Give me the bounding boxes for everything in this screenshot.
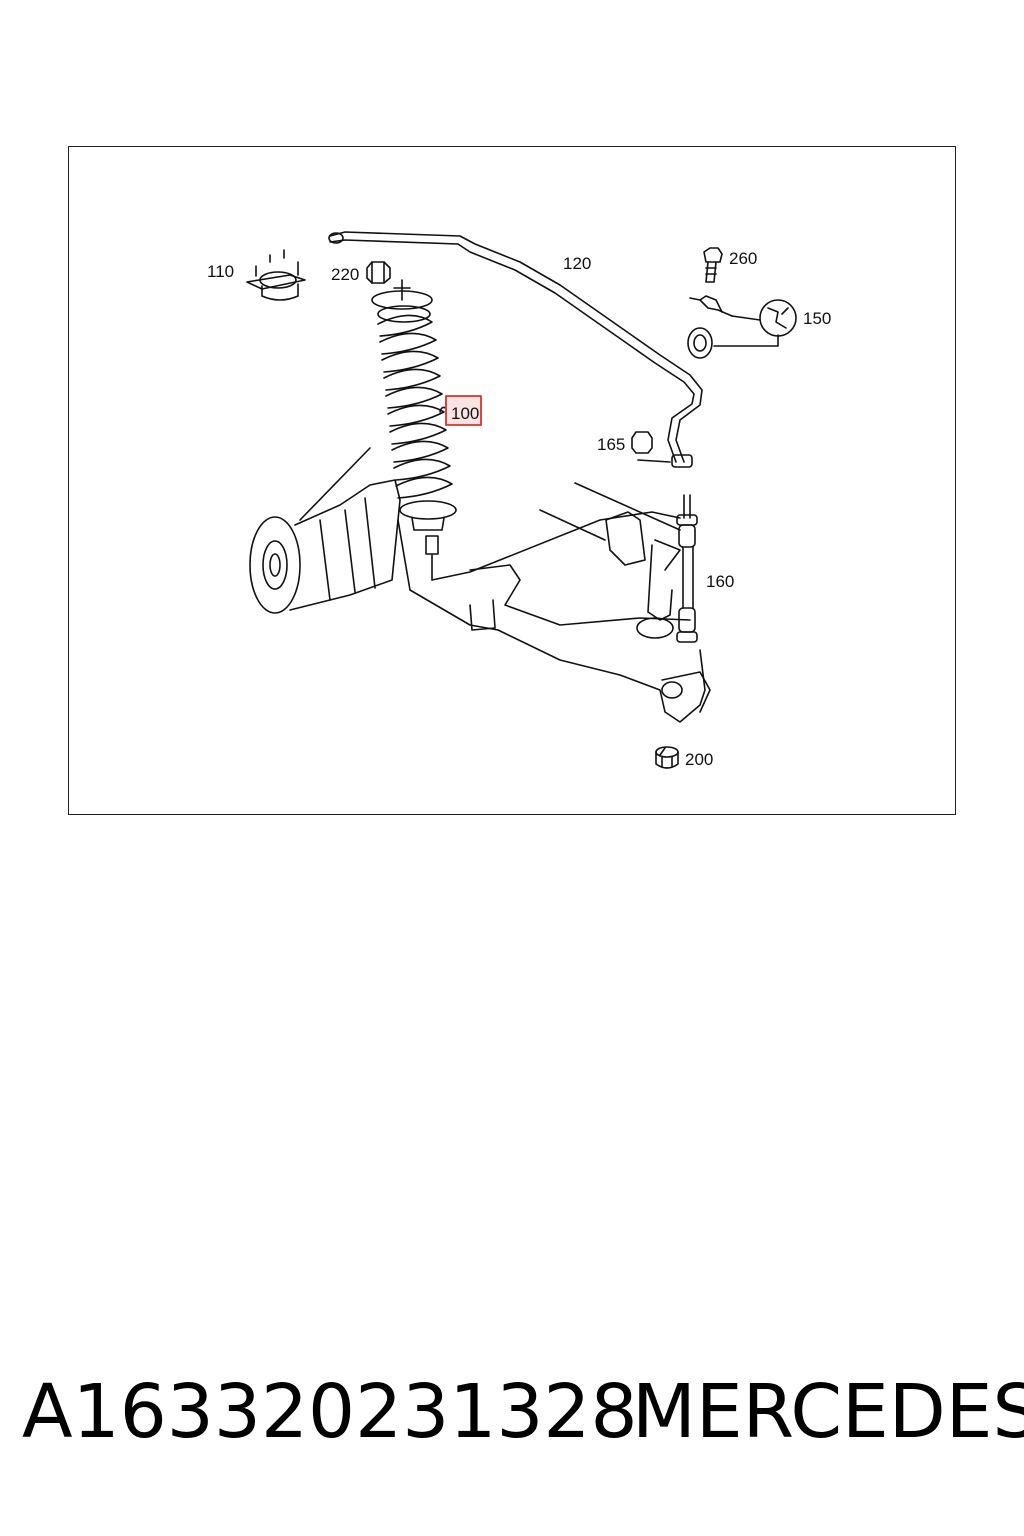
callout-110[interactable]: 110 bbox=[207, 262, 234, 281]
control-arm-drawing bbox=[409, 482, 711, 723]
part-number: A163320231328 bbox=[22, 1369, 638, 1455]
nut-200-drawing bbox=[655, 746, 679, 769]
callout-150[interactable]: 150 bbox=[803, 309, 831, 328]
coil-spring-strut-drawing bbox=[371, 279, 457, 581]
leader-lines bbox=[439, 406, 666, 756]
stabilizer-link-drawing bbox=[676, 494, 698, 643]
stabilizer-bar-drawing bbox=[328, 231, 703, 468]
bolt-260-drawing bbox=[703, 247, 723, 283]
brand-name: MERCEDES bbox=[632, 1369, 1024, 1455]
callout-200[interactable]: 200 bbox=[685, 750, 713, 769]
knuckle-hub-drawing bbox=[249, 447, 411, 614]
callout-165[interactable]: 165 bbox=[597, 435, 625, 454]
callout-160[interactable]: 160 bbox=[706, 572, 734, 591]
nut-165-drawing bbox=[631, 431, 653, 454]
callout-100[interactable]: 100 bbox=[451, 404, 479, 423]
callout-220[interactable]: 220 bbox=[331, 265, 359, 284]
bushing-clamp-150-drawing bbox=[687, 295, 797, 359]
callout-260[interactable]: 260 bbox=[729, 249, 757, 268]
highlight-box bbox=[445, 395, 482, 426]
callout-120[interactable]: 120 bbox=[563, 254, 591, 273]
nut-220-drawing bbox=[366, 261, 391, 284]
strut-mount-drawing bbox=[246, 249, 306, 301]
parts-diagram-frame bbox=[68, 146, 956, 815]
suspension-parts-diagram: 110 220 120 260 150 100 165 160 200 bbox=[207, 231, 831, 769]
